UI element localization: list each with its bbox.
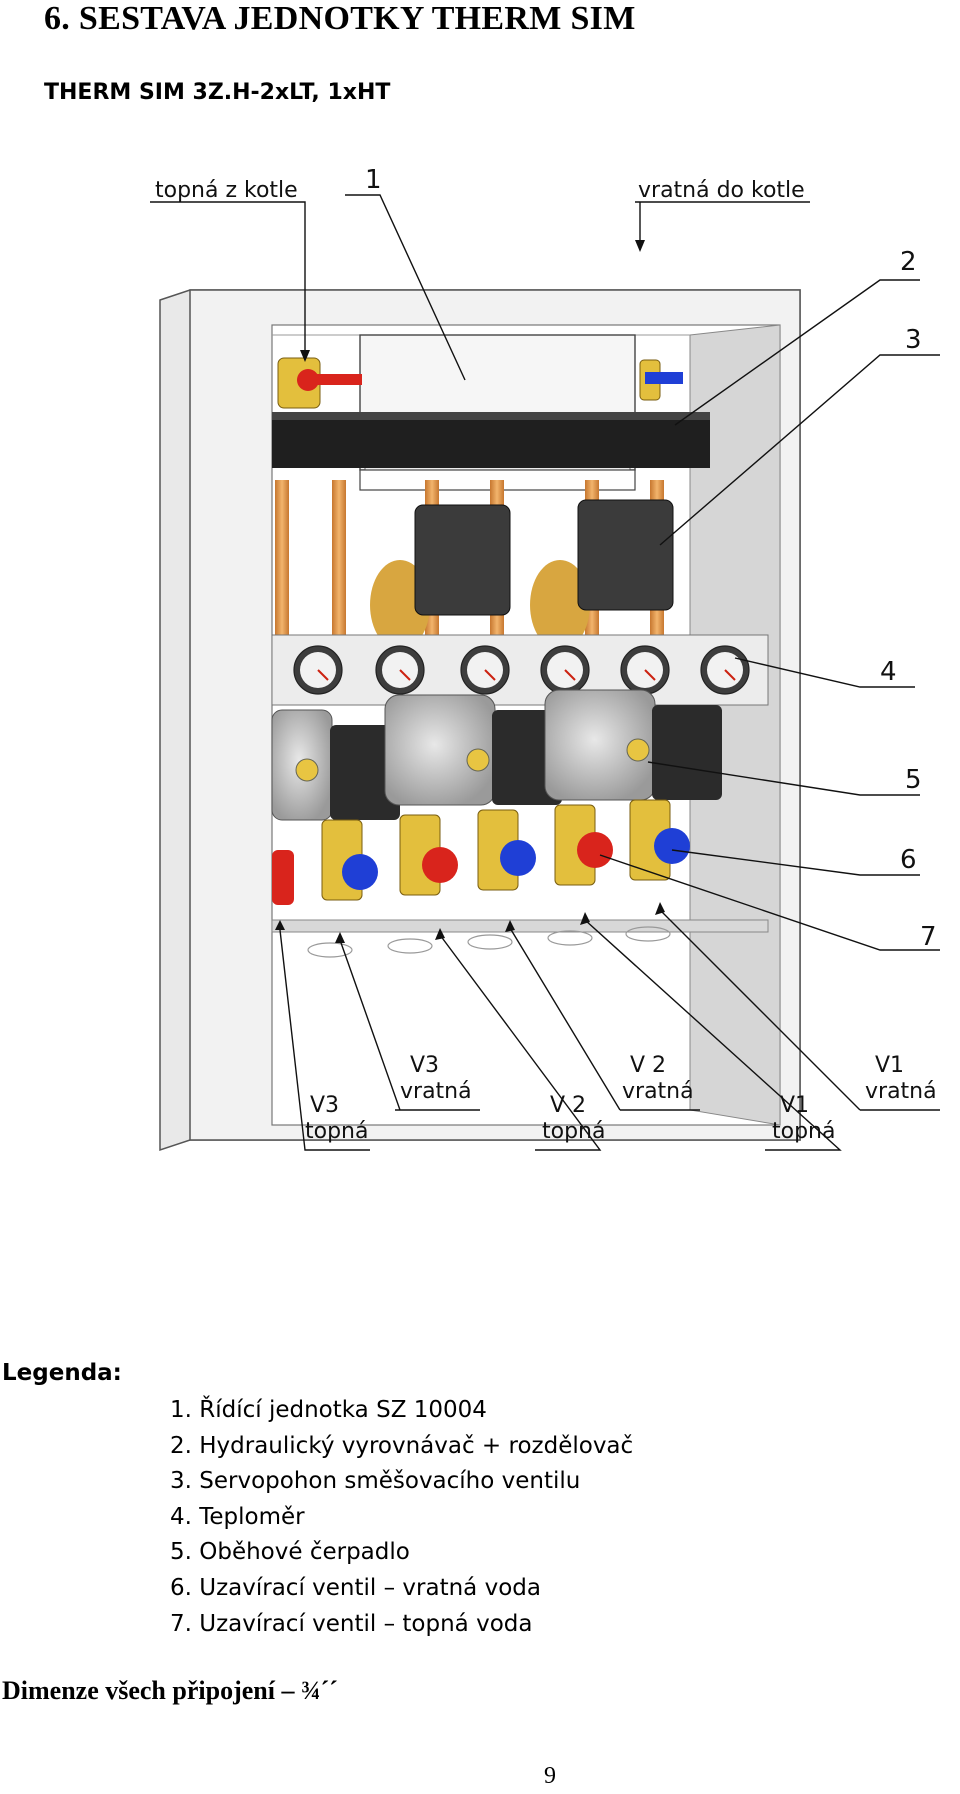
legend-item: 7. Uzavírací ventil – topná voda (170, 1610, 533, 1637)
leader-lines (150, 194, 940, 1151)
callout-2: 2 (900, 247, 917, 277)
page-number: 9 (544, 1763, 556, 1789)
label-v2-supply-num: V 2 (550, 1093, 586, 1118)
label-v1-supply-word: topná (772, 1119, 835, 1144)
assembly-diagram: 1 2 3 4 5 6 7 topná z kotle vratná do ko… (0, 150, 960, 1310)
boiler-supply-valve (277, 357, 362, 409)
callout-1: 1 (365, 165, 382, 195)
callout-6: 6 (900, 845, 917, 875)
label-return-to-boiler: vratná do kotle (638, 178, 805, 203)
label-v2-supply-word: topná (542, 1119, 605, 1144)
label-v3-supply-num: V3 (310, 1093, 339, 1118)
label-v1-return-num: V1 (875, 1053, 904, 1078)
legend-item: 4. Teploměr (170, 1503, 305, 1530)
page-title: 6. SESTAVA JEDNOTKY THERM SIM (44, 0, 636, 37)
thermometer-bar (271, 634, 769, 706)
label-supply-from-boiler: topná z kotle (155, 178, 298, 203)
callout-5: 5 (905, 765, 922, 795)
arrowheads (275, 240, 665, 943)
label-v3-return-num: V3 (410, 1053, 439, 1078)
label-v2-return-word: vratná (622, 1079, 694, 1104)
callout-7: 7 (920, 922, 937, 952)
shutoff-valves (271, 799, 769, 958)
callout-4: 4 (880, 657, 897, 687)
label-v3-return-word: vratná (400, 1079, 472, 1104)
label-v1-return-word: vratná (865, 1079, 937, 1104)
legend-item: 5. Oběhové čerpadlo (170, 1539, 410, 1566)
page-subtitle: THERM SIM 3Z.H-2xLT, 1xHT (44, 80, 391, 105)
legend-item: 2. Hydraulický vyrovnávač + rozdělovač (170, 1432, 634, 1459)
dimension-note: Dimenze všech připojení – ¾´´ (2, 1676, 338, 1705)
legend-item: 1. Řídící jednotka SZ 10004 (170, 1397, 487, 1423)
label-v3-supply-word: topná (305, 1119, 368, 1144)
boiler-return-valve (639, 359, 683, 401)
label-v1-supply-num: V1 (780, 1093, 809, 1118)
servo-drives (370, 499, 674, 650)
manifold (272, 412, 710, 468)
legend-heading: Legenda: (2, 1360, 122, 1386)
legend-item: 3. Servopohon směšovacího ventilu (170, 1468, 581, 1495)
legend-item: 6. Uzavírací ventil – vratná voda (170, 1574, 541, 1601)
callout-3: 3 (905, 325, 922, 355)
circulation-pumps (271, 689, 722, 821)
label-v2-return-num: V 2 (630, 1053, 666, 1078)
legend-list: 1. Řídící jednotka SZ 10004 2. Hydraulic… (170, 1393, 633, 1642)
